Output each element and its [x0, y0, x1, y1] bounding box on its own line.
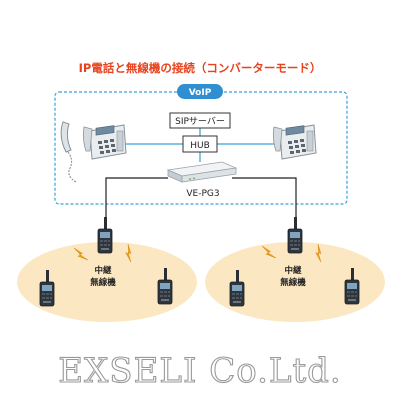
radio-zone-right — [205, 242, 385, 322]
voip-label: VoIP — [189, 88, 212, 98]
radio-group-right: 中継 無線機 — [205, 216, 385, 322]
relay-radio-label-line1: 中継 — [94, 265, 112, 276]
sip-server: SIPサーバー — [169, 112, 231, 129]
radio-group-left: 中継 無線機 — [17, 216, 197, 322]
handset-icon — [60, 121, 77, 183]
radio-zone-left — [17, 242, 197, 322]
gateway-label: VE-PG3 — [186, 189, 219, 199]
diagram-title: IP電話と無線機の接続（コンバーターモード） — [79, 61, 322, 75]
radio-icon — [287, 216, 303, 254]
hub: HUB — [182, 135, 218, 153]
hub-label: HUB — [190, 141, 210, 151]
sip-server-label: SIPサーバー — [175, 116, 225, 127]
relay-radio-label-line2: 無線機 — [90, 277, 116, 288]
radio-icon — [97, 216, 113, 254]
voip-badge: VoIP — [177, 84, 223, 99]
watermark: EXSELI Co.Ltd. — [58, 351, 341, 391]
relay-radio-label-line2: 無線機 — [280, 277, 306, 288]
gateway-device-icon — [166, 161, 238, 183]
relay-radio-label-line1: 中継 — [284, 265, 302, 276]
